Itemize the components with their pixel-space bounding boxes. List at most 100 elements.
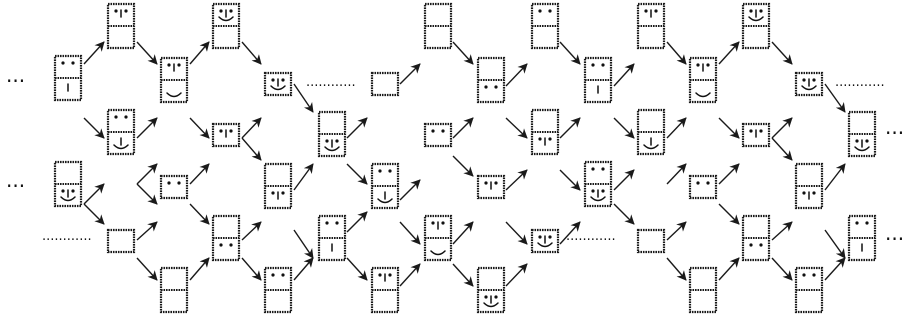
- eye-mark: [759, 129, 763, 133]
- arrow: [241, 117, 262, 139]
- arrow: [666, 163, 687, 185]
- eye-mark: [441, 129, 445, 133]
- continuation-dotted-rule: ············: [835, 79, 885, 94]
- single-tile: [530, 228, 560, 254]
- arrow: [718, 41, 740, 65]
- eye-mark: [696, 181, 700, 185]
- arrow: [136, 257, 158, 281]
- eye-mark: [812, 78, 816, 82]
- arrow: [136, 221, 158, 241]
- arrow: [666, 117, 687, 139]
- arrow: [83, 203, 105, 225]
- domino-tile: [263, 266, 293, 314]
- arrow: [771, 41, 793, 65]
- arrow: [666, 41, 687, 65]
- eye-mark: [61, 189, 65, 193]
- arrow: [718, 117, 740, 139]
- domino-tile: [688, 266, 718, 314]
- eye-mark: [749, 243, 753, 247]
- arrow: [293, 229, 314, 259]
- eye-mark: [538, 9, 542, 13]
- arrow: [452, 263, 474, 287]
- arrow: [399, 63, 421, 85]
- eye-mark: [325, 139, 329, 143]
- domino-tile: [263, 162, 293, 210]
- eye-mark: [484, 181, 488, 185]
- eye-mark: [229, 129, 233, 133]
- smile-mark: [748, 16, 764, 22]
- single-tile: [106, 228, 136, 254]
- eye-mark: [644, 9, 648, 13]
- domino-tile: [794, 162, 824, 210]
- eye-mark: [802, 191, 806, 195]
- eye-mark: [325, 221, 329, 225]
- single-tile: [370, 71, 400, 97]
- domino-tile: [211, 2, 241, 50]
- domino-tile: [317, 214, 347, 262]
- eye-mark: [281, 191, 285, 195]
- domino-tile: [688, 56, 718, 104]
- eye-mark: [865, 139, 869, 143]
- eye-mark: [601, 63, 605, 67]
- eye-mark: [802, 273, 806, 277]
- single-tile: [423, 122, 453, 148]
- arrow: [824, 229, 846, 259]
- eye-mark: [759, 243, 763, 247]
- single-tile: [211, 122, 241, 148]
- arrow: [399, 179, 421, 201]
- eye-mark: [335, 139, 339, 143]
- smile-mark: [430, 250, 446, 256]
- arrow: [559, 169, 581, 191]
- arrow: [824, 257, 846, 281]
- eye-mark: [219, 9, 223, 13]
- single-tile: [476, 174, 506, 200]
- arrow: [136, 117, 158, 139]
- arrow: [559, 221, 581, 245]
- eye-mark: [281, 78, 285, 82]
- eye-mark: [812, 191, 816, 195]
- arrow: [505, 221, 528, 245]
- eye-mark: [378, 169, 382, 173]
- domino-tile: [583, 56, 613, 104]
- eye-mark: [71, 189, 75, 193]
- domino-tile: [847, 214, 877, 262]
- arrow: [824, 163, 846, 191]
- single-tile: [794, 71, 824, 97]
- eye-mark: [229, 243, 233, 247]
- arrow: [293, 163, 314, 191]
- arrow: [452, 117, 474, 139]
- eye-mark: [548, 235, 552, 239]
- eye-mark: [167, 63, 171, 67]
- smile-mark: [377, 198, 393, 204]
- domino-tile: [53, 160, 83, 208]
- arrow: [346, 211, 368, 233]
- smile-mark: [483, 302, 499, 308]
- arrow: [346, 117, 368, 139]
- single-tile: [159, 174, 189, 200]
- eye-mark: [281, 273, 285, 277]
- eye-mark: [484, 295, 488, 299]
- eye-mark: [749, 9, 753, 13]
- arrow: [189, 117, 210, 139]
- arrow: [771, 137, 793, 161]
- arrow: [83, 117, 105, 139]
- domino-tile: [530, 2, 560, 50]
- domino-tile: [423, 2, 453, 50]
- arrow: [505, 263, 528, 287]
- arrow: [452, 221, 474, 245]
- eye-mark: [484, 85, 488, 89]
- eye-mark: [124, 9, 128, 13]
- domino-tile: [370, 162, 400, 210]
- smile-mark: [270, 85, 286, 91]
- domino-tile: [370, 266, 400, 314]
- arrow: [241, 221, 262, 241]
- ellipsis-layer: ········································…: [6, 69, 904, 251]
- arrow: [399, 263, 421, 287]
- smile-mark: [695, 92, 711, 98]
- domino-tile: [794, 266, 824, 314]
- single-tile: [688, 174, 718, 200]
- eye-mark: [538, 137, 542, 141]
- arrow: [241, 41, 262, 65]
- arrow: [136, 163, 158, 185]
- eye-mark: [388, 169, 392, 173]
